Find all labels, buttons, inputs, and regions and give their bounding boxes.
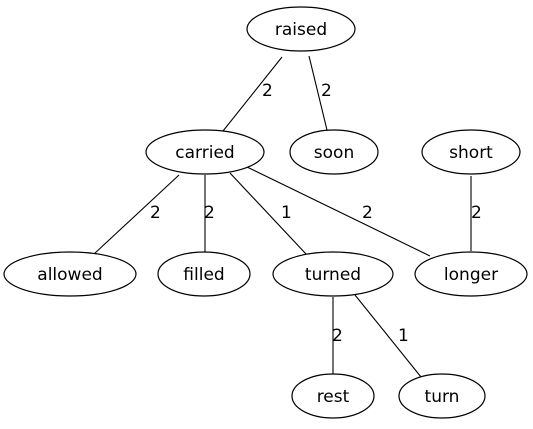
edge-turned-turn: 1	[354, 294, 422, 378]
edge-raised-soon: 2	[308, 55, 332, 131]
node-label: turn	[425, 387, 460, 407]
node-label: longer	[444, 265, 498, 285]
node-carried: carried	[145, 129, 265, 175]
edge-label: 1	[398, 326, 409, 346]
node-raised: raised	[246, 6, 356, 52]
edge-label: 2	[204, 203, 215, 223]
edge-label: 2	[362, 203, 373, 223]
node-longer: longer	[414, 251, 528, 297]
node-rest: rest	[291, 373, 375, 419]
node-label: carried	[175, 143, 234, 163]
node-label: raised	[275, 20, 327, 40]
edge-short-longer: 2	[470, 176, 482, 251]
edge-carried-allowed: 2	[93, 174, 180, 255]
node-label: rest	[317, 387, 350, 407]
node-label: short	[449, 143, 493, 163]
node-turn: turn	[398, 373, 486, 419]
node-label: soon	[314, 143, 354, 163]
edge-label: 2	[471, 203, 482, 223]
edge-turned-rest: 2	[332, 297, 343, 374]
edge-carried-longer: 2	[246, 166, 431, 257]
edge-label: 2	[332, 326, 343, 346]
node-allowed: allowed	[3, 251, 137, 297]
edge-label: 2	[150, 203, 161, 223]
node-soon: soon	[289, 129, 379, 175]
node-label: allowed	[37, 265, 102, 285]
edge-label: 2	[262, 81, 273, 101]
node-label: filled	[183, 265, 224, 285]
node-label: turned	[305, 265, 361, 285]
edge-raised-carried: 2	[222, 56, 283, 132]
node-short: short	[421, 129, 521, 175]
node-filled: filled	[157, 251, 251, 297]
node-turned: turned	[272, 251, 394, 297]
edge-carried-filled: 2	[204, 175, 215, 252]
edge-label: 2	[321, 81, 332, 101]
edge-label: 1	[281, 203, 292, 223]
edge-carried-turned: 1	[229, 172, 307, 255]
